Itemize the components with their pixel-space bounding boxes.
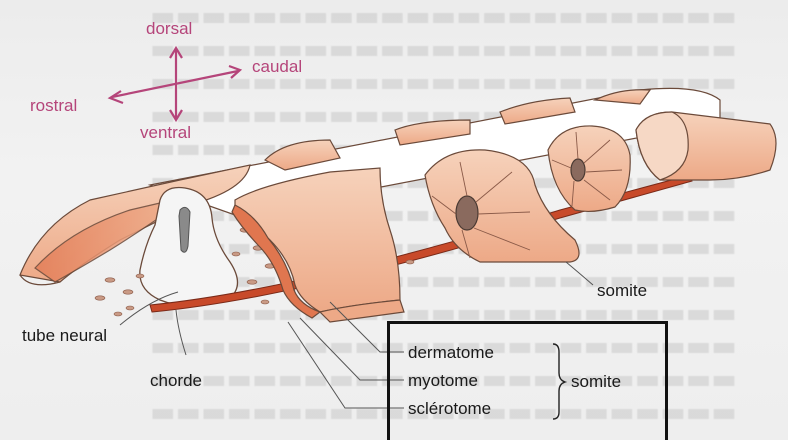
label-somite-top: somite xyxy=(597,281,647,301)
label-ventral: ventral xyxy=(140,123,191,143)
label-caudal: caudal xyxy=(252,57,302,77)
dermomyotome-sheet xyxy=(232,168,404,322)
somite-cross-section-2 xyxy=(548,126,630,211)
label-sclerotome: sclérotome xyxy=(408,399,491,419)
label-dermatome: dermatome xyxy=(408,343,494,363)
label-rostral: rostral xyxy=(30,96,77,116)
label-tube-neural: tube neural xyxy=(22,326,107,346)
leader-somite xyxy=(566,262,593,285)
label-chorde: chorde xyxy=(150,371,202,391)
leader-chorde xyxy=(176,310,186,355)
somite-cross-section-3 xyxy=(636,112,776,180)
orientation-arrows xyxy=(110,48,240,120)
label-myotome: myotome xyxy=(408,371,478,391)
label-dorsal: dorsal xyxy=(146,19,192,39)
label-somite-group: somite xyxy=(571,372,621,392)
